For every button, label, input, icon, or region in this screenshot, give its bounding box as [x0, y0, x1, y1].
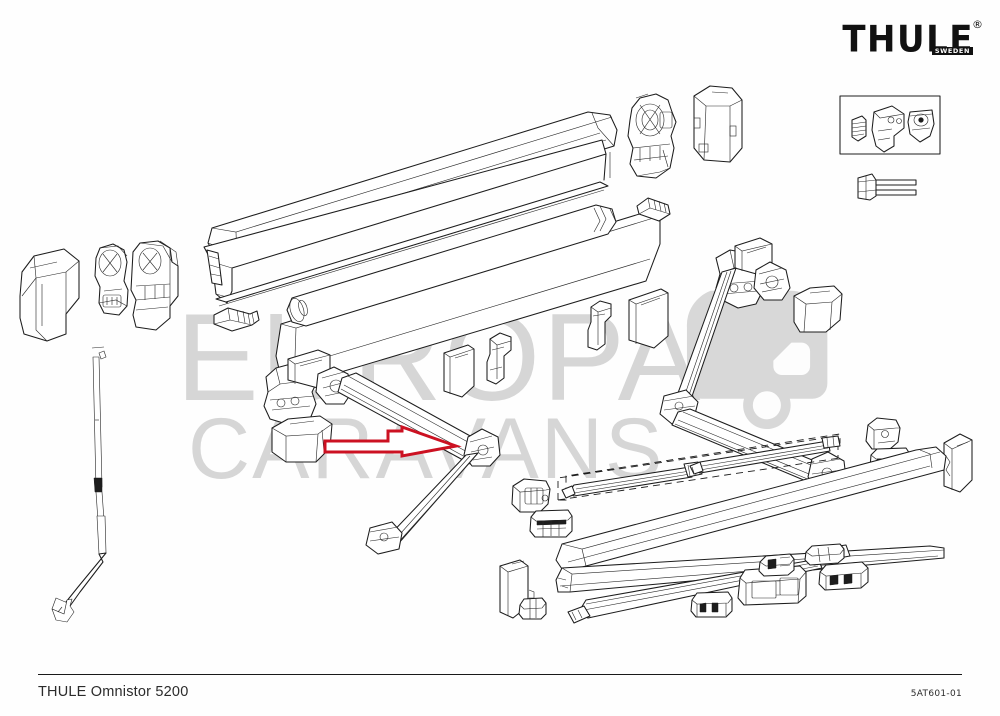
thule-sweden-tag: SWEDEN [931, 46, 973, 55]
part-wall-mount-bracket [511, 478, 551, 513]
part-fabric-valance-rail [555, 446, 947, 573]
part-motor-drive-assembly [627, 93, 677, 179]
thule-logo: THULE ® SWEDEN [842, 19, 983, 62]
part-clamp-bracket-a [587, 300, 612, 351]
part-hinge-pin-set-d [758, 553, 795, 577]
part-end-cap-far-right [943, 433, 973, 493]
part-side-panel-plate [443, 344, 475, 398]
annotation-layer [323, 424, 462, 458]
part-motor-cover-housing [693, 85, 743, 163]
red-pointer-arrow [323, 424, 462, 458]
page-footer: THULE Omnistor 5200 5AT601-01 [38, 674, 962, 700]
part-end-cap-left-cover [19, 248, 80, 342]
part-crank-handle [51, 346, 107, 623]
part-drive-shaft-coupler [636, 197, 671, 222]
footer-divider [38, 674, 962, 675]
part-rail-clamp-right [865, 417, 901, 450]
part-hinge-pin-set-a [690, 591, 733, 618]
document-title: THULE Omnistor 5200 [38, 684, 189, 700]
part-awning-case-bottom-shell [203, 139, 611, 307]
exploded-parts-drawing: .ln { fill:none; stroke:#1d1d1d; stroke-… [19, 85, 973, 624]
part-side-panel-plate-2 [628, 288, 669, 349]
callout-box-mounting-bracket-detail [839, 95, 941, 155]
part-rail-end-stop [518, 597, 547, 620]
part-clamp-bracket-b [486, 332, 512, 385]
part-tube-connector-pin [213, 307, 260, 332]
part-gearbox-drive-unit [94, 243, 129, 316]
part-left-lower-arm [365, 452, 479, 555]
registered-trademark-icon: ® [972, 18, 983, 31]
part-hinge-pin-set-c [818, 561, 869, 591]
part-tension-rafter-rod-2 [689, 435, 841, 475]
part-slider-block [529, 509, 573, 538]
part-gearbox-housing-bracket [130, 240, 179, 331]
part-roller-tube [286, 204, 617, 327]
part-rail-end-fitting-top [857, 173, 917, 201]
part-tension-rafter-rod-1 [561, 461, 703, 499]
part-hinge-pin-set-e [804, 543, 845, 566]
part-hinge-pin-set-b [737, 565, 807, 606]
document-code: 5AT601-01 [910, 689, 962, 699]
